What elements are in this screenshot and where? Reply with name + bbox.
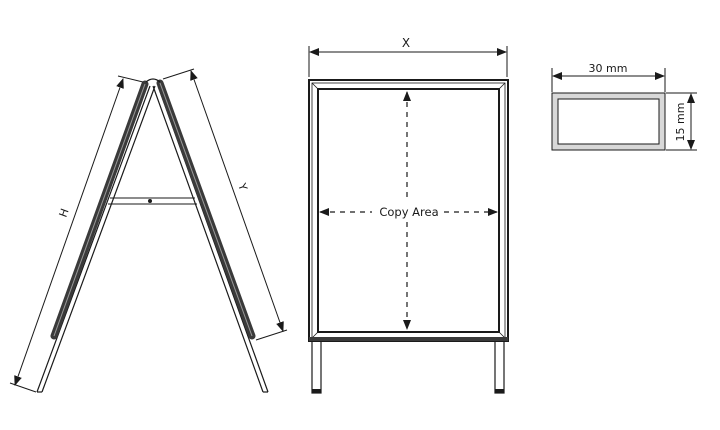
dimension-height: 15 mm — [666, 92, 697, 151]
profile-inner — [557, 98, 660, 145]
label-h: H — [57, 207, 72, 219]
dimension-h: H — [9, 75, 144, 393]
height-label: 15 mm — [674, 103, 687, 142]
dimension-x: X — [308, 36, 508, 77]
width-label: 30 mm — [589, 62, 628, 75]
profile-section: 30 mm 15 mm — [551, 62, 697, 151]
label-y: Y — [235, 181, 250, 193]
hinge — [145, 78, 161, 83]
dimension-width: 30 mm — [551, 62, 666, 92]
label-x: X — [402, 36, 410, 50]
copy-area-label: Copy Area — [379, 205, 438, 219]
bolt-icon — [148, 199, 152, 203]
dimension-y: Y — [162, 68, 288, 341]
right-leg — [152, 79, 269, 393]
poster-frame — [308, 79, 509, 342]
side-view: H Y — [9, 68, 288, 393]
left-leg — [36, 80, 156, 393]
front-view: X Copy Area — [308, 36, 509, 394]
copy-area-indicator: Copy Area — [319, 91, 498, 330]
spreader-bar — [108, 197, 197, 205]
front-legs — [311, 340, 505, 394]
